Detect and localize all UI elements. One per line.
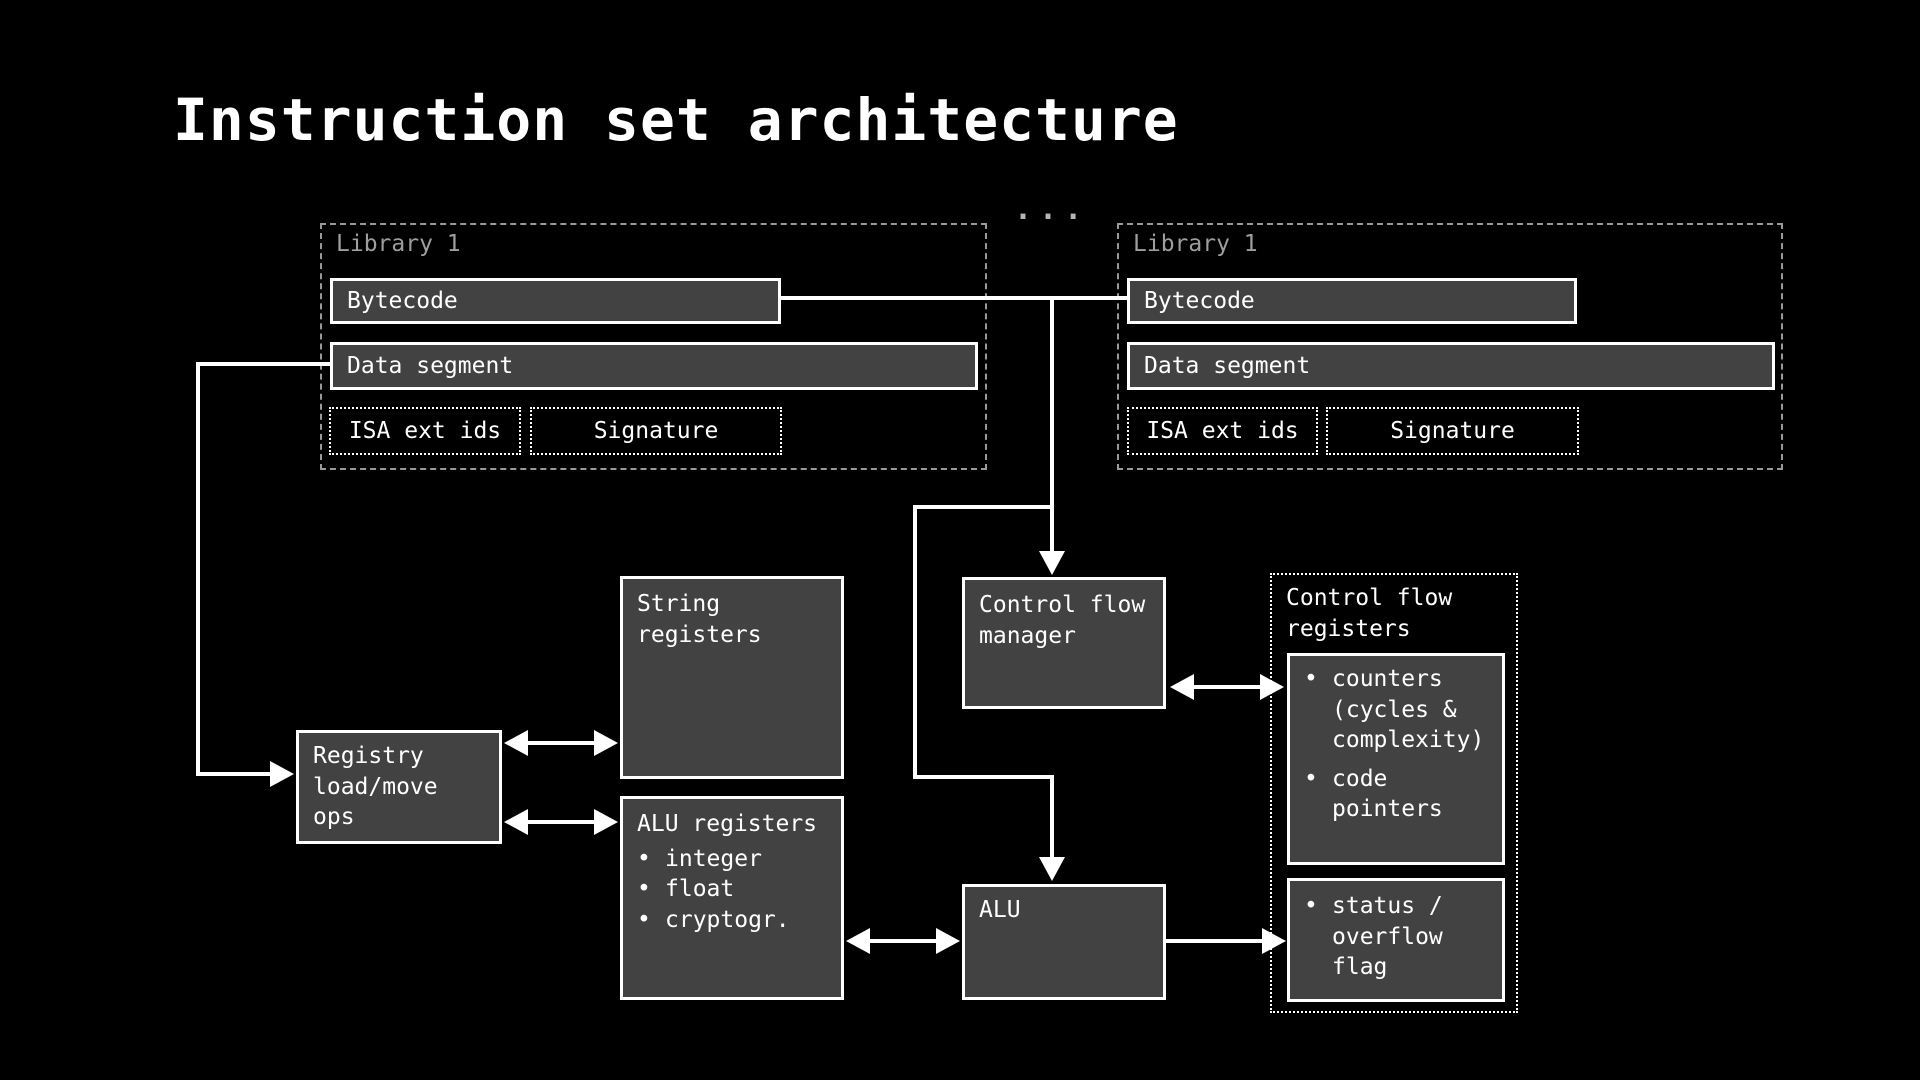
signature-box: Signature: [1326, 407, 1579, 455]
control-flow-manager-label: Control flow manager: [979, 592, 1146, 649]
data-segment-box: Data segment: [330, 342, 978, 390]
arrowhead-left-icon: [1170, 674, 1194, 700]
arrowhead-right-icon: [936, 928, 960, 954]
list-item: • float: [637, 874, 833, 905]
bullet-icon: •: [637, 906, 651, 933]
string-registers-box: String registers: [620, 576, 844, 779]
list-item-text: float: [665, 876, 735, 903]
bullet-icon: •: [1304, 765, 1318, 792]
connector-cfm-counters: [1192, 685, 1262, 689]
list-item: • integer: [637, 844, 833, 875]
library-label: Library 1: [336, 231, 461, 257]
connector-to-registry-ops: [196, 772, 270, 776]
connector-branch-top: [913, 505, 1054, 509]
string-registers-label: String registers: [637, 591, 762, 648]
arrowhead-right-icon: [594, 809, 618, 835]
list-item-text: cryptogr.: [665, 906, 790, 933]
connector-registry-string-registers: [526, 741, 596, 745]
arrowhead-down-icon: [1039, 857, 1065, 881]
connector-branch-vertical: [913, 505, 917, 779]
library-label: Library 1: [1133, 231, 1258, 257]
page-title: Instruction set architecture: [173, 86, 1179, 154]
alu-label: ALU: [979, 897, 1021, 923]
data-segment-label: Data segment: [347, 352, 514, 379]
data-segment-label: Data segment: [1144, 352, 1311, 379]
bytecode-label: Bytecode: [347, 287, 458, 314]
arrowhead-right-icon: [1260, 674, 1284, 700]
alu-registers-label: ALU registers: [637, 811, 818, 837]
isa-ext-ids-box: ISA ext ids: [329, 407, 521, 455]
connector-to-alu: [1050, 775, 1054, 859]
bullet-icon: •: [637, 876, 651, 903]
arrowhead-right-icon: [1262, 928, 1286, 954]
alu-registers-box: ALU registers • integer • float • crypto…: [620, 796, 844, 1000]
isa-ext-ids-label: ISA ext ids: [348, 418, 502, 444]
registry-load-move-ops-label: Registry load/move ops: [313, 743, 438, 831]
signature-label: Signature: [593, 418, 719, 444]
counters-box: • counters (cycles & complexity) • code …: [1287, 653, 1505, 865]
connector-to-control-flow-manager: [1050, 296, 1054, 552]
list-item: • status / overflow flag: [1304, 891, 1494, 983]
signature-label: Signature: [1390, 418, 1515, 444]
connector-alu-status-flag: [1166, 939, 1264, 943]
bullet-icon: •: [637, 845, 651, 872]
connector-data-segment-vertical: [196, 362, 200, 776]
bullet-icon: •: [1304, 666, 1318, 692]
arrowhead-right-icon: [594, 730, 618, 756]
connector-registry-alu-registers: [526, 820, 596, 824]
list-item: • counters (cycles & complexity): [1304, 664, 1494, 756]
arrowhead-left-icon: [504, 809, 528, 835]
alu-registers-list: • integer • float • cryptogr.: [637, 844, 833, 936]
bytecode-label: Bytecode: [1144, 287, 1255, 314]
control-flow-manager-box: Control flow manager: [962, 577, 1166, 709]
connector-branch-bottom: [913, 775, 1054, 779]
bytecode-box: Bytecode: [330, 278, 781, 324]
arrowhead-down-icon: [1039, 551, 1065, 575]
list-item-text: status / overflow flag: [1332, 893, 1443, 981]
connector-alu-registers-alu: [868, 939, 938, 943]
bullet-icon: •: [1304, 893, 1318, 919]
list-item: • code pointers: [1304, 764, 1494, 825]
connector-data-segment-out: [196, 362, 330, 366]
signature-box: Signature: [530, 407, 782, 455]
arrowhead-right-icon: [270, 761, 294, 787]
library-box-left: Library 1 Bytecode Data segment ISA ext …: [320, 223, 987, 470]
registry-load-move-ops-box: Registry load/move ops: [296, 730, 502, 844]
list-item-text: code pointers: [1332, 765, 1443, 823]
list-item: • cryptogr.: [637, 905, 833, 936]
bytecode-box: Bytecode: [1127, 278, 1577, 324]
library-box-right: Library 1 Bytecode Data segment ISA ext …: [1117, 223, 1783, 470]
isa-ext-ids-box: ISA ext ids: [1127, 407, 1318, 455]
control-flow-registers-label: Control flow registers: [1286, 585, 1453, 642]
connector-bytecode-to-bytecode: [779, 296, 1127, 300]
control-flow-registers-group: Control flow registers • counters (cycle…: [1270, 573, 1518, 1013]
status-flag-box: • status / overflow flag: [1287, 878, 1505, 1002]
isa-ext-ids-label: ISA ext ids: [1146, 418, 1299, 444]
more-libraries-ellipsis: ...: [1014, 192, 1090, 227]
data-segment-box: Data segment: [1127, 342, 1775, 390]
list-item-text: integer: [665, 845, 762, 872]
arrowhead-left-icon: [846, 928, 870, 954]
arrowhead-left-icon: [504, 730, 528, 756]
alu-box: ALU: [962, 884, 1166, 1000]
list-item-text: counters (cycles & complexity): [1332, 666, 1485, 754]
